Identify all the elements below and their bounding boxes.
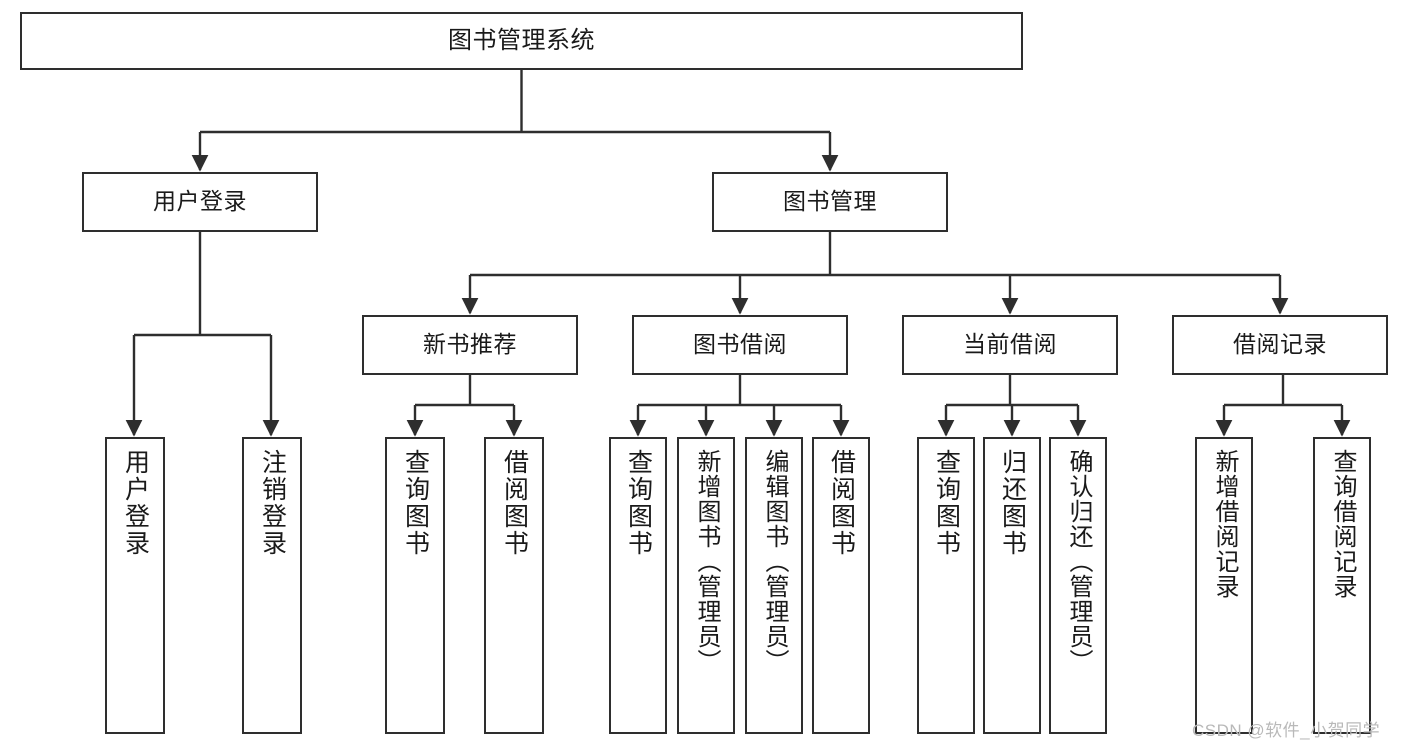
node-label-leaf-borrow-book-1: 借阅图书 <box>500 449 529 557</box>
node-leaf-confirm-return[interactable]: 确认归还（管理员） <box>1049 437 1107 734</box>
csdn-watermark: CSDN @软件_小贺同学 <box>1192 721 1381 740</box>
node-leaf-borrow-book-1[interactable]: 借阅图书 <box>484 437 544 734</box>
node-label-leaf-return-book: 归还图书 <box>998 449 1027 557</box>
node-user-login[interactable]: 用户登录 <box>82 172 318 232</box>
node-leaf-query-book-2[interactable]: 查询图书 <box>609 437 667 734</box>
node-leaf-add-record[interactable]: 新增借阅记录 <box>1195 437 1253 734</box>
node-label-leaf-edit-book: 编辑图书（管理员） <box>761 449 788 674</box>
node-leaf-user-login[interactable]: 用户登录 <box>105 437 165 734</box>
node-leaf-query-book-3[interactable]: 查询图书 <box>917 437 975 734</box>
node-leaf-add-book[interactable]: 新增图书（管理员） <box>677 437 735 734</box>
node-label-leaf-confirm-return: 确认归还（管理员） <box>1065 449 1092 674</box>
node-borrow-record[interactable]: 借阅记录 <box>1172 315 1388 375</box>
node-book-manage[interactable]: 图书管理 <box>712 172 948 232</box>
node-root[interactable]: 图书管理系统 <box>20 12 1023 70</box>
node-label-user-login: 用户登录 <box>153 188 247 215</box>
node-label-leaf-logout: 注销登录 <box>258 449 287 557</box>
node-leaf-edit-book[interactable]: 编辑图书（管理员） <box>745 437 803 734</box>
node-leaf-query-book-1[interactable]: 查询图书 <box>385 437 445 734</box>
node-label-new-book-recommend: 新书推荐 <box>423 331 517 358</box>
node-label-leaf-query-book-2: 查询图书 <box>624 449 653 557</box>
node-current-borrow[interactable]: 当前借阅 <box>902 315 1118 375</box>
node-label-leaf-add-record: 新增借阅记录 <box>1211 449 1238 599</box>
node-label-leaf-borrow-book-2: 借阅图书 <box>827 449 856 557</box>
node-label-book-borrow: 图书借阅 <box>693 331 787 358</box>
node-book-borrow[interactable]: 图书借阅 <box>632 315 848 375</box>
node-label-leaf-add-book: 新增图书（管理员） <box>693 449 720 674</box>
node-label-current-borrow: 当前借阅 <box>963 331 1057 358</box>
node-label-borrow-record: 借阅记录 <box>1233 331 1327 358</box>
node-label-leaf-query-book-3: 查询图书 <box>932 449 961 557</box>
node-leaf-query-record[interactable]: 查询借阅记录 <box>1313 437 1371 734</box>
node-new-book-recommend[interactable]: 新书推荐 <box>362 315 578 375</box>
node-label-leaf-user-login: 用户登录 <box>121 449 150 557</box>
node-leaf-return-book[interactable]: 归还图书 <box>983 437 1041 734</box>
node-leaf-borrow-book-2[interactable]: 借阅图书 <box>812 437 870 734</box>
node-label-leaf-query-record: 查询借阅记录 <box>1329 449 1356 599</box>
node-label-leaf-query-book-1: 查询图书 <box>401 449 430 557</box>
node-label-root: 图书管理系统 <box>448 26 595 54</box>
node-label-book-manage: 图书管理 <box>783 188 877 215</box>
node-leaf-logout[interactable]: 注销登录 <box>242 437 302 734</box>
